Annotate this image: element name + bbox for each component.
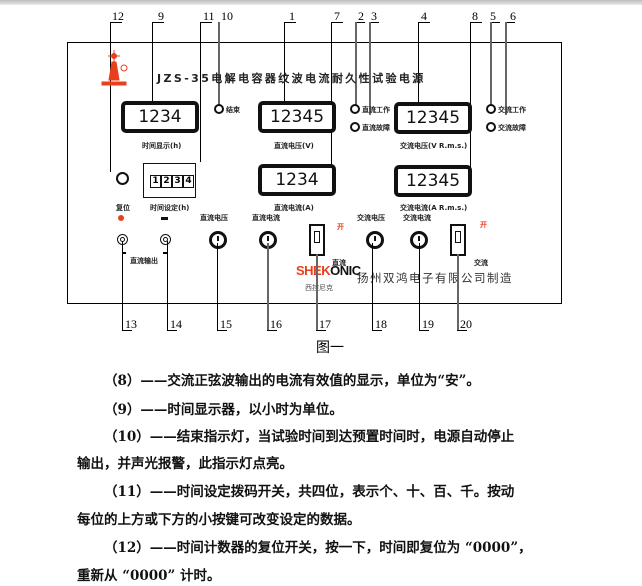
paragraph-12-cont: 重新从 “0000” 计时。 [77, 568, 221, 584]
dc-voltage-display: 12345 [258, 101, 336, 133]
plus-terminal-marker [118, 215, 124, 221]
time-set-dip-switch[interactable]: 1 2 3 4 [143, 163, 196, 198]
paragraph-8: （8）——交流正弦波输出的电流有效值的显示，单位为“安”。 [104, 373, 480, 389]
callout-20: 20 [460, 317, 472, 331]
callout-2: 2 [358, 9, 364, 23]
callout-14: 14 [170, 317, 182, 331]
front-panel [67, 42, 562, 304]
ac-power-switch[interactable] [450, 224, 466, 256]
ac-voltage-label: 交流电压(V R.m.s.) [400, 142, 468, 150]
callout-16: 16 [270, 317, 282, 331]
ac-voltage-knob[interactable] [366, 231, 384, 249]
callout-4: 4 [421, 9, 427, 23]
top-edge [0, 0, 642, 5]
dc-voltage-label: 直流电压(V) [274, 142, 314, 150]
dc-voltage-knob-label: 直流电压 [200, 214, 228, 222]
dc-current-knob-label: 直流电流 [252, 214, 280, 222]
panel-title: JZS-35电解电容器纹波电流耐久性试验电源 [157, 72, 426, 85]
callout-13: 13 [125, 317, 137, 331]
time-display-label: 时间显示(h) [142, 142, 182, 150]
ac-work-led [486, 104, 496, 114]
paragraph-10: （10）——结束指示灯，当试验时间到达预置时间时，电源自动停止 [104, 429, 515, 445]
dc-switch-on-label: 开 [337, 223, 344, 231]
dip-digit-4[interactable]: 4 [183, 175, 194, 188]
ac-current-label: 交流电流(A R.m.s.) [400, 204, 468, 212]
dc-voltage-knob[interactable] [209, 231, 227, 249]
figure-caption: 图一 [316, 340, 344, 356]
paragraph-12: （12）——时间计数器的复位开关，按一下，时间即复位为 “0000”， [104, 540, 532, 556]
callout-8: 8 [472, 9, 478, 23]
dc-power-switch[interactable] [309, 224, 325, 256]
time-display: 1234 [121, 101, 199, 133]
callout-17: 17 [319, 317, 331, 331]
paragraph-11: （11）——时间设定拨码开关，共四位，表示个、十、百、千。按动 [104, 484, 515, 500]
ac-fault-label: 交流故障 [498, 124, 526, 132]
ac-voltage-display: 12345 [394, 102, 472, 134]
time-set-label: 时间设定(h) [150, 204, 190, 212]
paragraph-10-cont: 输出，并声光报警，此指示灯点亮。 [77, 456, 293, 472]
end-indicator-led [214, 104, 224, 114]
minus-terminal-marker [161, 217, 168, 220]
dc-work-led [350, 104, 360, 114]
ac-switch-label: 交流 [474, 259, 488, 267]
callout-11: 11 [203, 9, 215, 23]
paragraph-9: （9）——时间显示器，以小时为单位。 [104, 402, 343, 418]
ac-fault-led [486, 122, 496, 132]
reset-button[interactable] [116, 172, 129, 185]
dc-output-label: 直流输出 [130, 257, 158, 265]
tower-logo-icon [100, 50, 132, 90]
end-indicator-label: 结束 [226, 106, 240, 114]
company-name: 扬州双鸿电子有限公司制造 [357, 271, 513, 285]
callout-18: 18 [375, 317, 387, 331]
ac-switch-on-label: 开 [480, 221, 487, 229]
callout-3: 3 [371, 9, 377, 23]
dc-output-negative-jack[interactable] [160, 234, 171, 245]
ac-work-label: 交流工作 [498, 106, 526, 114]
callout-12: 12 [112, 9, 124, 23]
dip-digit-2[interactable]: 2 [161, 175, 172, 188]
ac-current-knob-label: 交流电流 [403, 214, 431, 222]
dip-digit-3[interactable]: 3 [172, 175, 183, 188]
dc-fault-label: 直流故障 [362, 124, 390, 132]
brand-subtitle: 西控尼克 [305, 284, 333, 292]
brand-logo: SHEKONIC [296, 263, 361, 278]
dc-fault-led [350, 122, 360, 132]
callout-15: 15 [220, 317, 232, 331]
reset-label: 复位 [116, 204, 130, 212]
callout-6: 6 [510, 9, 516, 23]
dc-switch-label: 直流 [332, 259, 346, 267]
dc-work-label: 直流工作 [362, 106, 390, 114]
dc-current-display: 1234 [258, 164, 336, 196]
callout-5: 5 [490, 9, 496, 23]
dip-digit-1[interactable]: 1 [150, 175, 161, 188]
callout-19: 19 [422, 317, 434, 331]
ac-voltage-knob-label: 交流电压 [357, 214, 385, 222]
paragraph-11-cont: 每位的上方或下方的小按键可改变设定的数据。 [77, 512, 361, 528]
callout-1: 1 [289, 9, 295, 23]
callout-9: 9 [158, 9, 164, 23]
ac-current-display: 12345 [394, 165, 472, 197]
callout-7: 7 [334, 9, 340, 23]
callout-10: 10 [221, 9, 233, 23]
dc-current-label: 直流电流(A) [274, 204, 314, 212]
